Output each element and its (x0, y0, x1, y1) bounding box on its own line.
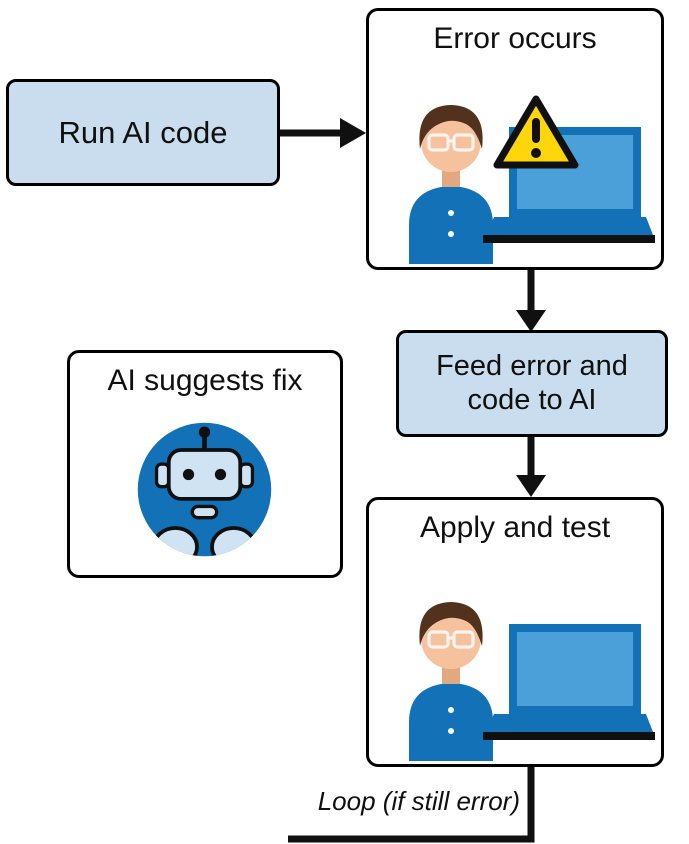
laptop-icon (483, 624, 655, 740)
node-run-ai-code: Run AI code (6, 79, 280, 186)
person-laptop-warning-illustration (409, 95, 655, 264)
node-ai-suggests-fix-title: AI suggests fix (107, 364, 303, 397)
arrow-run-to-error (280, 118, 366, 148)
person-with-glasses-icon (409, 105, 493, 264)
node-run-ai-code-label: Run AI code (58, 114, 228, 150)
robot-icon (137, 422, 272, 557)
person-with-glasses-icon (409, 602, 493, 761)
node-feed-error-line2: code to AI (467, 383, 597, 416)
node-apply-and-test: Apply and test (366, 497, 664, 767)
warning-icon (493, 95, 579, 169)
person-laptop-illustration (409, 602, 655, 761)
laptop-icon (483, 127, 655, 243)
arrow-feed-to-apply (516, 435, 546, 497)
node-feed-error-line1: Feed error and (436, 350, 628, 383)
node-ai-suggests-fix: AI suggests fix (67, 350, 343, 578)
node-error-occurs-title: Error occurs (433, 22, 597, 55)
arrow-error-to-feed (516, 268, 546, 332)
node-error-occurs: Error occurs (366, 8, 664, 270)
loop-label: Loop (if still error) (317, 786, 520, 816)
node-apply-and-test-title: Apply and test (419, 511, 611, 544)
node-feed-error-to-ai: Feed error and code to AI (396, 330, 668, 437)
